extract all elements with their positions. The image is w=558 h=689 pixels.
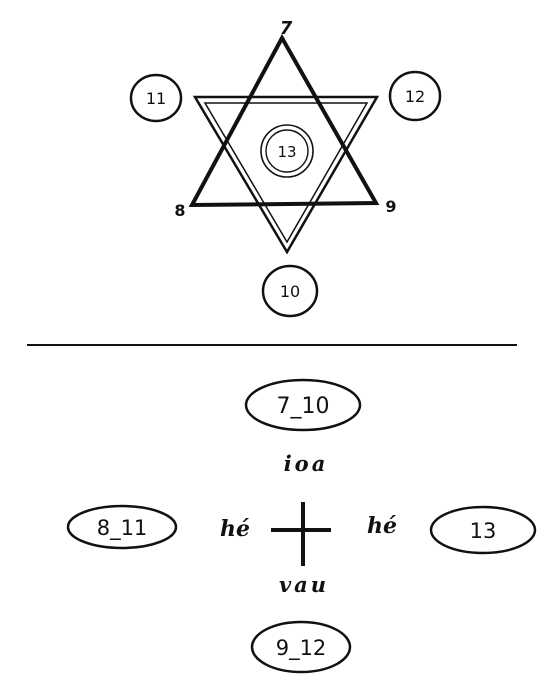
svg-text:11: 11 xyxy=(146,89,166,108)
svg-text:7_10: 7_10 xyxy=(277,394,330,419)
vertex-label-top: 7 xyxy=(280,18,293,39)
oval-top: 7_10 xyxy=(244,378,362,432)
vertex-label-right: 9 xyxy=(385,197,396,216)
word-vau: vau xyxy=(279,572,329,597)
upward-triangle xyxy=(188,33,380,208)
svg-text:13: 13 xyxy=(277,143,296,161)
oval-bottom: 9_12 xyxy=(250,620,352,674)
svg-text:13: 13 xyxy=(470,519,497,543)
oval-right: 13 xyxy=(429,505,537,555)
circle-upper-right: 12 xyxy=(388,70,442,122)
circle-upper-left: 11 xyxy=(129,73,183,123)
vertex-label-left: 8 xyxy=(174,201,185,220)
word-he-right: hé xyxy=(367,513,397,539)
oval-left: 8_11 xyxy=(66,504,178,550)
svg-text:10: 10 xyxy=(280,282,300,301)
word-he-left: hé xyxy=(220,516,250,542)
circle-bottom: 10 xyxy=(261,264,319,318)
downward-triangle-outer xyxy=(192,95,380,255)
svg-text:8_11: 8_11 xyxy=(97,516,148,541)
circle-center: 13 xyxy=(260,124,314,178)
downward-triangle-inner xyxy=(203,102,369,244)
plus-cross xyxy=(271,502,331,566)
word-ioa: ioa xyxy=(284,451,329,476)
hexagram xyxy=(188,33,380,255)
svg-text:9_12: 9_12 xyxy=(276,636,327,661)
svg-text:12: 12 xyxy=(405,87,425,106)
